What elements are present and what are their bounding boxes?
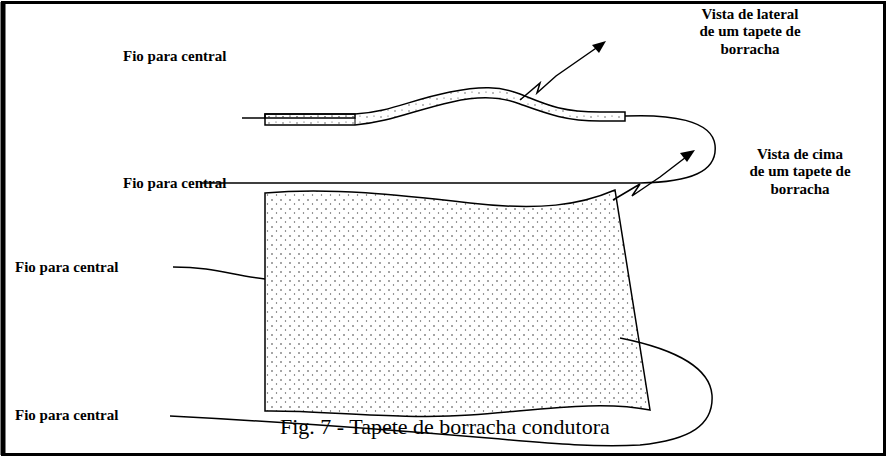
wire-label: Fio para central <box>15 259 118 276</box>
side-view-mat <box>265 88 625 125</box>
view-callout: Vista de lateral de um tapete de borrach… <box>699 6 801 58</box>
wire <box>200 116 715 183</box>
top-view-mat <box>265 190 650 416</box>
wire <box>170 338 712 446</box>
wire <box>173 267 265 279</box>
frame <box>3 3 885 455</box>
wire-label: Fio para central <box>123 175 226 192</box>
figure-caption: Fig. 7 - Tapete de borracha condutora <box>280 414 610 440</box>
wire-label: Fio para central <box>15 407 118 424</box>
wire-label: Fio para central <box>123 48 226 65</box>
view-callout: Vista de cima de um tapete de borracha <box>749 146 851 198</box>
wire <box>242 117 265 119</box>
